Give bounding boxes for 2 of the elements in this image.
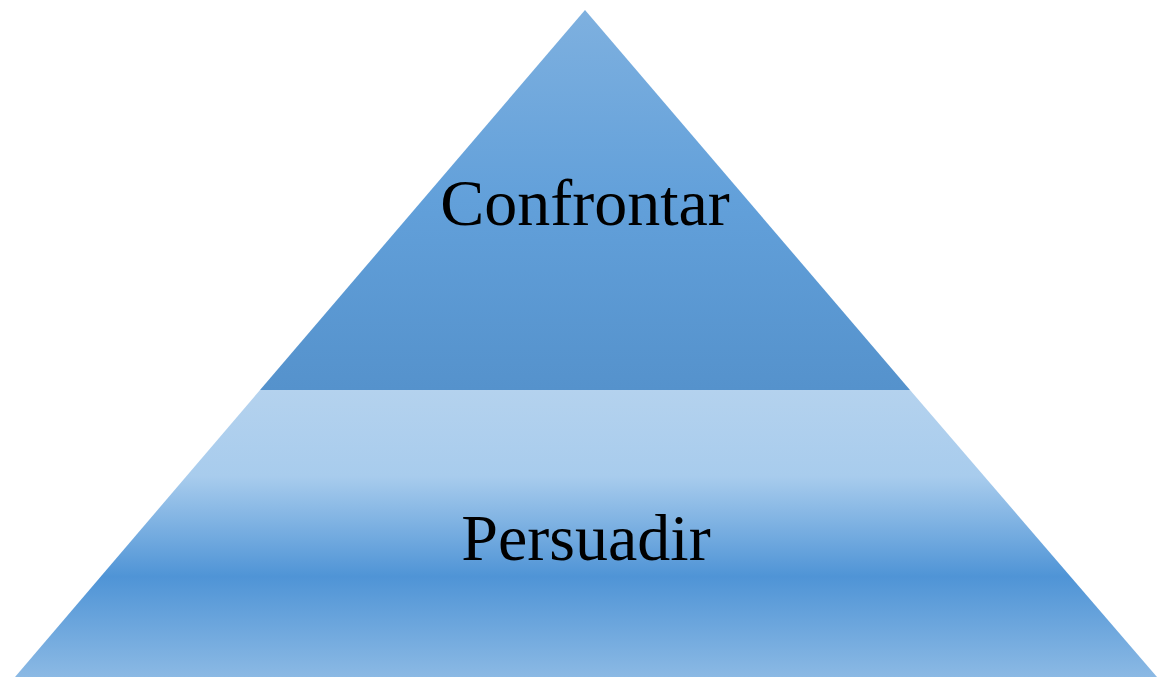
tier-label: Persuadir bbox=[461, 501, 711, 574]
tier-label: Confrontar bbox=[440, 166, 730, 239]
